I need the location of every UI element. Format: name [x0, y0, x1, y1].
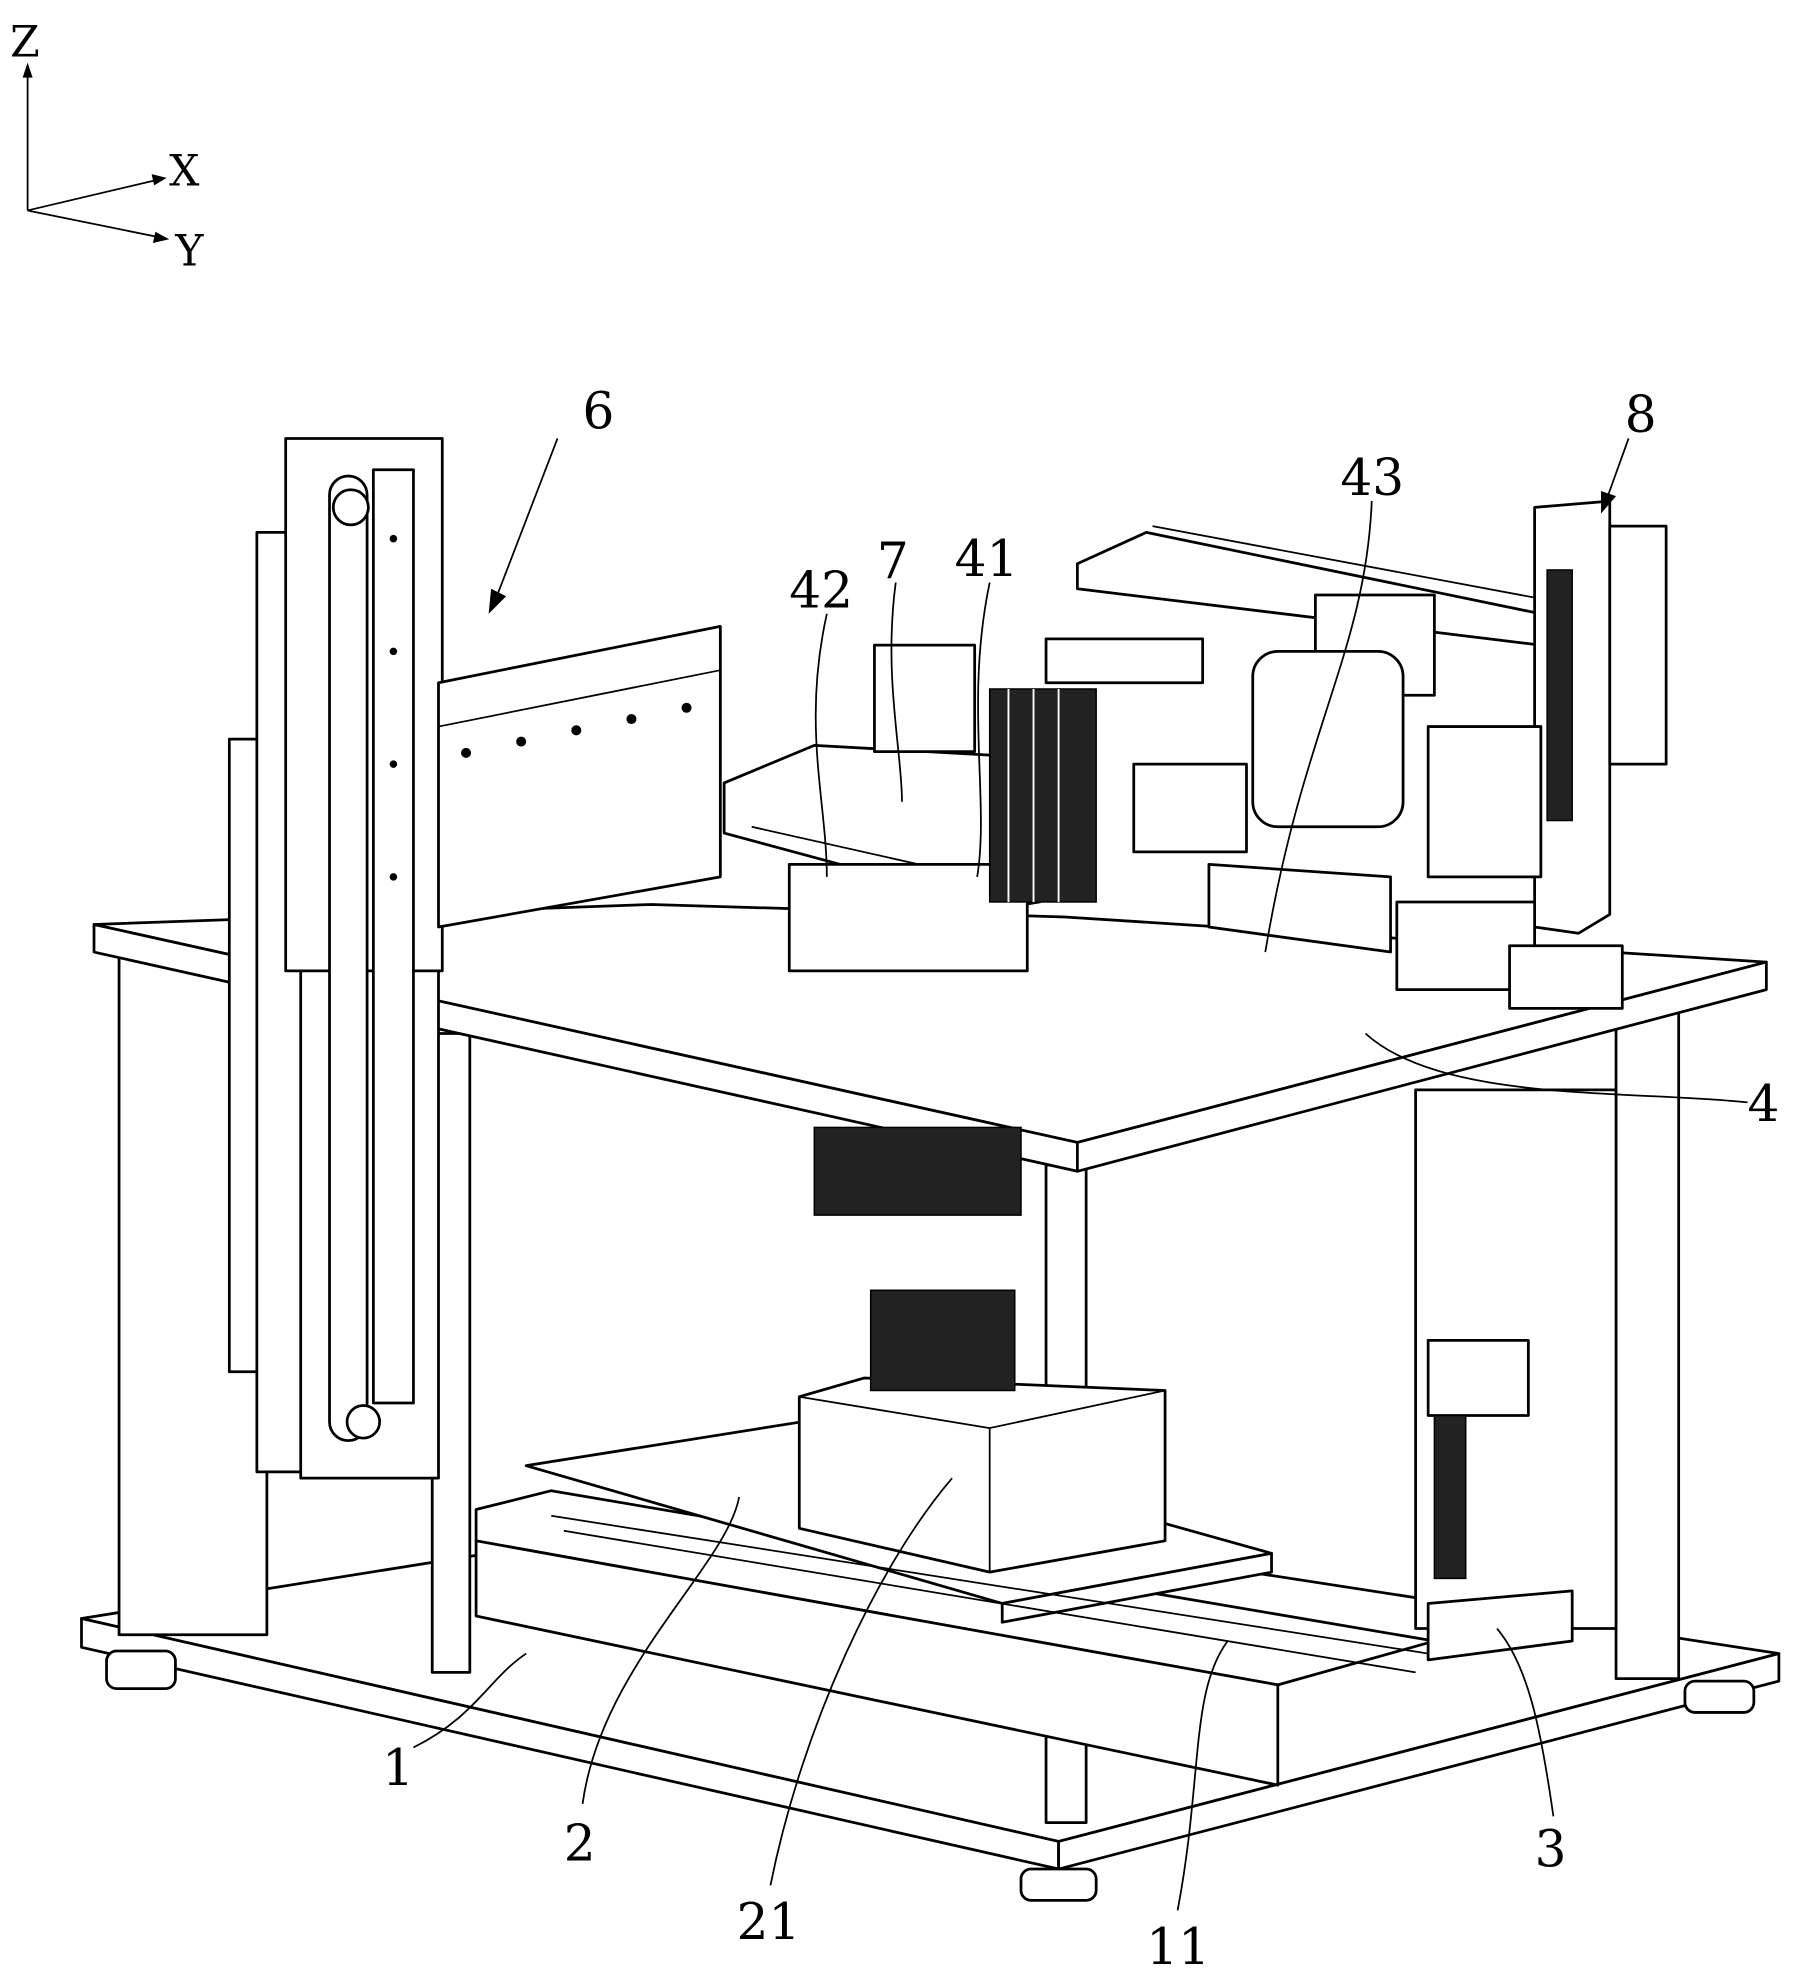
axis-y-label: Y [174, 227, 204, 277]
label-6: 6 [583, 381, 615, 440]
label-21: 21 [737, 1892, 801, 1951]
label-8: 8 [1625, 385, 1657, 444]
label-41: 41 [955, 529, 1019, 588]
label-11: 11 [1146, 1917, 1210, 1973]
label-43: 43 [1340, 448, 1404, 507]
label-1: 1 [382, 1738, 414, 1797]
label-42: 42 [789, 561, 853, 620]
label-7: 7 [877, 532, 909, 591]
label-4: 4 [1748, 1074, 1780, 1133]
axis-z-label: Z [10, 17, 40, 67]
axis-x-label: X [169, 146, 200, 196]
axis-indicator: Z X Y [10, 17, 204, 276]
label-3: 3 [1535, 1820, 1567, 1879]
label-2: 2 [564, 1813, 596, 1872]
